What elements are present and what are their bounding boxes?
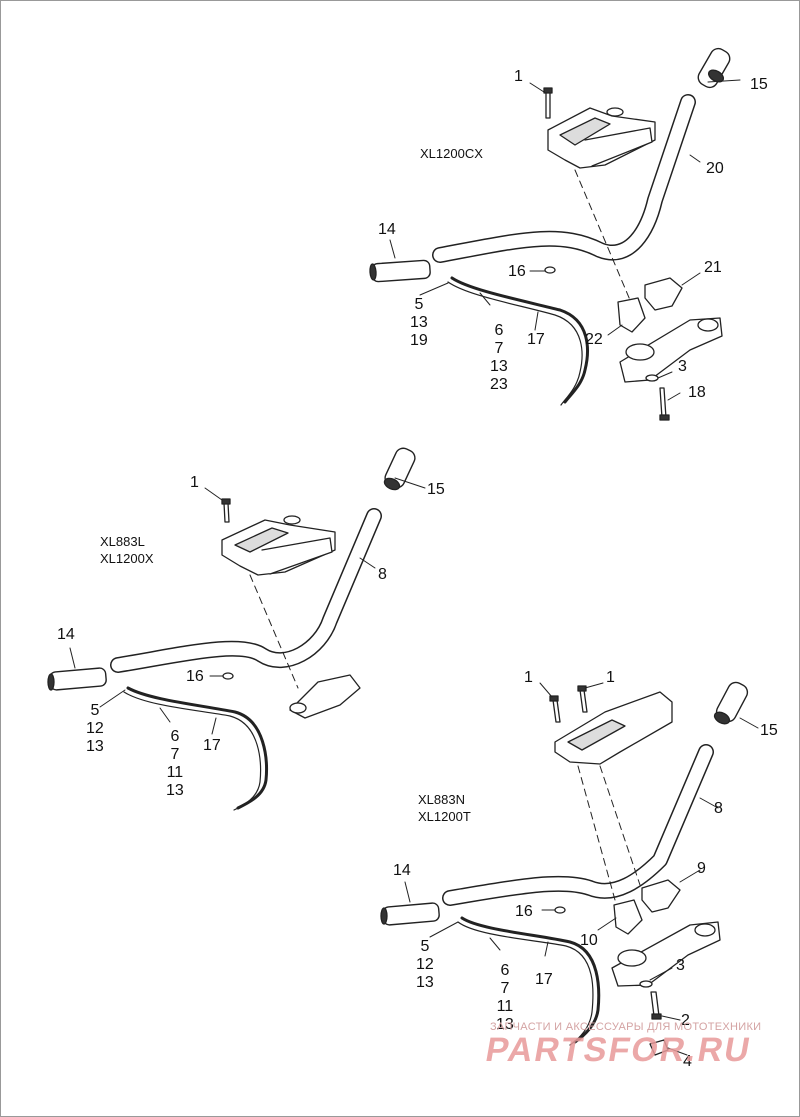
callout-3: 3: [678, 358, 687, 375]
callout-1: 1: [514, 68, 523, 85]
grip-right: [713, 681, 749, 725]
diagram-2-artwork: [47, 447, 426, 811]
callout-group-6-7-13-23: 6 7 13 23: [490, 322, 508, 393]
alignment-line: [249, 574, 299, 689]
callout-4: 4: [683, 1053, 692, 1070]
bolt-2: [639, 980, 662, 1020]
bolt-1: [221, 498, 231, 523]
callout-16: 16: [186, 668, 204, 685]
riser-top-clamp: [554, 691, 673, 765]
control-cables: [457, 916, 601, 1046]
callout-1-right: 1: [606, 669, 615, 686]
model-label-1: XL1200CX: [420, 146, 483, 161]
handlebar-tube: [432, 94, 696, 263]
callout-14: 14: [393, 862, 411, 879]
model-label-2: XL883L XL1200X: [100, 534, 154, 566]
callout-15: 15: [760, 722, 778, 739]
handlebar-tube: [110, 508, 382, 673]
grip-left: [369, 259, 431, 283]
callout-18: 18: [688, 384, 706, 401]
alignment-line-b: [599, 765, 641, 886]
grip-left: [380, 902, 440, 926]
callout-group-5-12-13: 5 12 13: [416, 938, 434, 991]
cable-clip-16: [554, 906, 566, 914]
callout-16: 16: [515, 903, 533, 920]
diagram-3-artwork: [380, 681, 759, 1056]
bolt-18: [645, 374, 670, 421]
diagram-1-artwork: [369, 47, 741, 421]
callout-22: 22: [585, 331, 603, 348]
callout-9: 9: [697, 860, 706, 877]
riser-top-clamp: [221, 515, 336, 576]
nut-4: [649, 1039, 669, 1056]
callout-8: 8: [378, 566, 387, 583]
callout-1: 1: [190, 474, 199, 491]
callout-group-5-13-19: 5 13 19: [410, 296, 428, 349]
callout-15: 15: [427, 481, 445, 498]
triple-clamp: [619, 317, 723, 383]
callout-17: 17: [527, 331, 545, 348]
callout-8: 8: [714, 800, 723, 817]
alignment-line: [574, 169, 631, 301]
cable-clip-16: [222, 672, 234, 680]
triple-clamp: [611, 921, 721, 987]
callout-17: 17: [203, 737, 221, 754]
grip-right: [383, 447, 416, 491]
control-cables: [123, 686, 268, 811]
grip-right: [697, 47, 731, 89]
handlebar-tube: [442, 744, 714, 906]
control-cables: [447, 276, 589, 406]
riser-clamps: [613, 879, 681, 935]
callout-1-left: 1: [524, 669, 533, 686]
riser-clamps: [617, 277, 683, 333]
leader-lines: [404, 682, 759, 1056]
cable-clip-16: [544, 266, 556, 274]
model-label-3: XL883N XL1200T: [418, 792, 471, 824]
callout-3: 3: [676, 957, 685, 974]
callout-21: 21: [704, 259, 722, 276]
bolt-1: [543, 87, 553, 119]
riser-top-clamp: [547, 107, 656, 169]
callout-2: 2: [681, 1012, 690, 1029]
callout-15: 15: [750, 76, 768, 93]
riser-base: [289, 674, 361, 719]
callout-group-5-12-13: 5 12 13: [86, 702, 104, 755]
leader-lines: [69, 477, 426, 735]
callout-16: 16: [508, 263, 526, 280]
callout-10: 10: [580, 932, 598, 949]
callout-group-6-7-11-13: 6 7 11 13: [166, 728, 184, 799]
bolts-1: [549, 685, 588, 723]
watermark-subtitle: ЗАПЧАСТИ И АКСЕССУАРЫ ДЛЯ МОТОТЕХНИКИ: [490, 1021, 762, 1033]
callout-20: 20: [706, 160, 724, 177]
grip-left: [47, 667, 107, 691]
callout-17: 17: [535, 971, 553, 988]
watermark-brand: PARTSFOR.RU: [482, 1031, 755, 1069]
leader-lines: [389, 79, 741, 401]
callout-14: 14: [57, 626, 75, 643]
callout-14: 14: [378, 221, 396, 238]
callout-group-6-7-11-13: 6 7 11 13: [496, 962, 514, 1033]
